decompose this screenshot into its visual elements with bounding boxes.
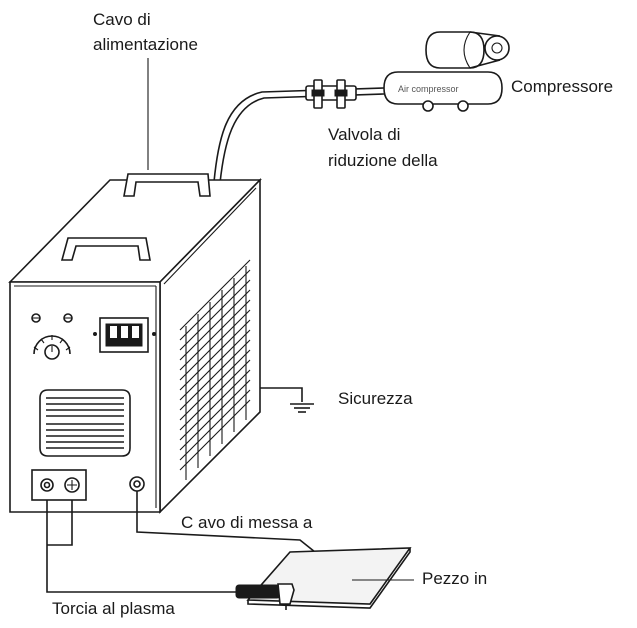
air-compressor: Air compressor	[383, 31, 510, 112]
pressure-reduction-valve	[305, 79, 357, 109]
label-power-cable-line1: Cavo di	[93, 10, 151, 29]
workpiece	[246, 547, 414, 609]
front-vent-grille	[39, 389, 131, 457]
label-safety-ground: Sicurezza	[338, 389, 413, 408]
ground-cable	[136, 491, 321, 557]
torch-cable	[46, 500, 238, 593]
label-compressor: Compressore	[511, 77, 613, 96]
label-power-cable-line2: alimentazione	[93, 35, 198, 54]
side-vent-grille	[179, 259, 251, 480]
plasma-cutter-machine	[8, 173, 262, 514]
label-plasma-torch: Torcia al plasma	[52, 599, 175, 618]
label-ground-cable: C avo di messa a	[181, 513, 313, 532]
air-hose	[213, 87, 385, 184]
current-dial	[33, 335, 71, 360]
display-switch-panel	[93, 317, 156, 353]
handle-front	[60, 237, 151, 261]
label-workpiece: Pezzo in	[422, 569, 487, 588]
compressor-tank-text: Air compressor	[398, 84, 459, 94]
torch-connector-panel	[31, 469, 87, 501]
plasma-torch	[235, 583, 295, 610]
ground-connector	[129, 476, 145, 492]
safety-ground-symbol	[260, 387, 314, 413]
label-valve-line2: riduzione della	[328, 151, 438, 170]
handle-back	[123, 173, 211, 197]
label-valve-line1: Valvola di	[328, 125, 400, 144]
